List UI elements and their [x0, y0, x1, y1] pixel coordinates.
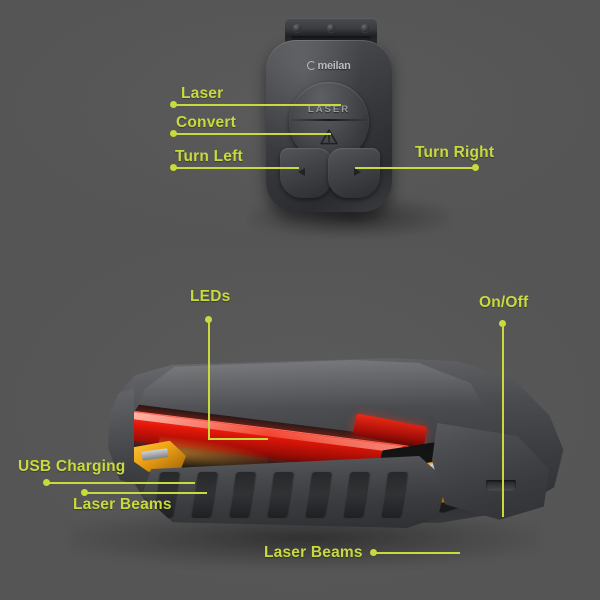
label-laser-beams-2: Laser Beams [264, 544, 363, 561]
label-laser-dot [170, 101, 177, 108]
label-convert-dot [170, 130, 177, 137]
remote-body: meilan LASER [266, 40, 392, 212]
brand-logo: meilan [266, 60, 392, 72]
vent-slot [228, 472, 256, 518]
vent-slot [190, 472, 218, 518]
label-laser: Laser [181, 85, 224, 102]
bracket-screw-icon [361, 24, 369, 32]
label-turn-left: Turn Left [175, 148, 243, 165]
label-laser-beams-2-leader [376, 552, 460, 554]
warning-triangle-icon[interactable] [320, 129, 338, 145]
label-leds-dot [205, 316, 212, 323]
label-on-off: On/Off [479, 294, 529, 311]
turn-right-button[interactable] [328, 148, 380, 198]
vent-slot [266, 472, 294, 518]
label-laser-beams-2-dot [370, 549, 377, 556]
arrow-right-icon [354, 168, 361, 176]
label-convert: Convert [176, 114, 236, 131]
vent-slot [380, 472, 408, 518]
vent-slot [342, 472, 370, 518]
brand-logo-text: meilan [317, 60, 351, 72]
arrow-left-icon [298, 168, 305, 176]
on-off-button[interactable] [486, 480, 516, 491]
label-turn-right: Turn Right [415, 144, 495, 161]
label-leds: LEDs [190, 288, 231, 305]
laser-button-label: LASER [307, 104, 351, 115]
label-on-off-dot [499, 320, 506, 327]
label-laser-beams-1-dot [81, 489, 88, 496]
bracket-screw-icon [293, 24, 301, 32]
label-usb-charging-dot [43, 479, 50, 486]
button-divider [291, 119, 367, 121]
bracket-screw-icon [327, 24, 335, 32]
label-turn-right-dot [472, 164, 479, 171]
bracket-slot [291, 36, 371, 43]
turn-left-button[interactable] [280, 148, 332, 198]
logo-circle-icon [307, 61, 317, 70]
vent-slot [304, 472, 332, 518]
remote-control-product-image: meilan LASER [258, 18, 398, 216]
laser-module-chip [141, 448, 169, 461]
label-usb-charging: USB Charging [18, 458, 126, 475]
label-turn-left-dot [170, 164, 177, 171]
taillight-product-image [108, 358, 568, 540]
label-laser-beams-1: Laser Beams [73, 496, 172, 513]
